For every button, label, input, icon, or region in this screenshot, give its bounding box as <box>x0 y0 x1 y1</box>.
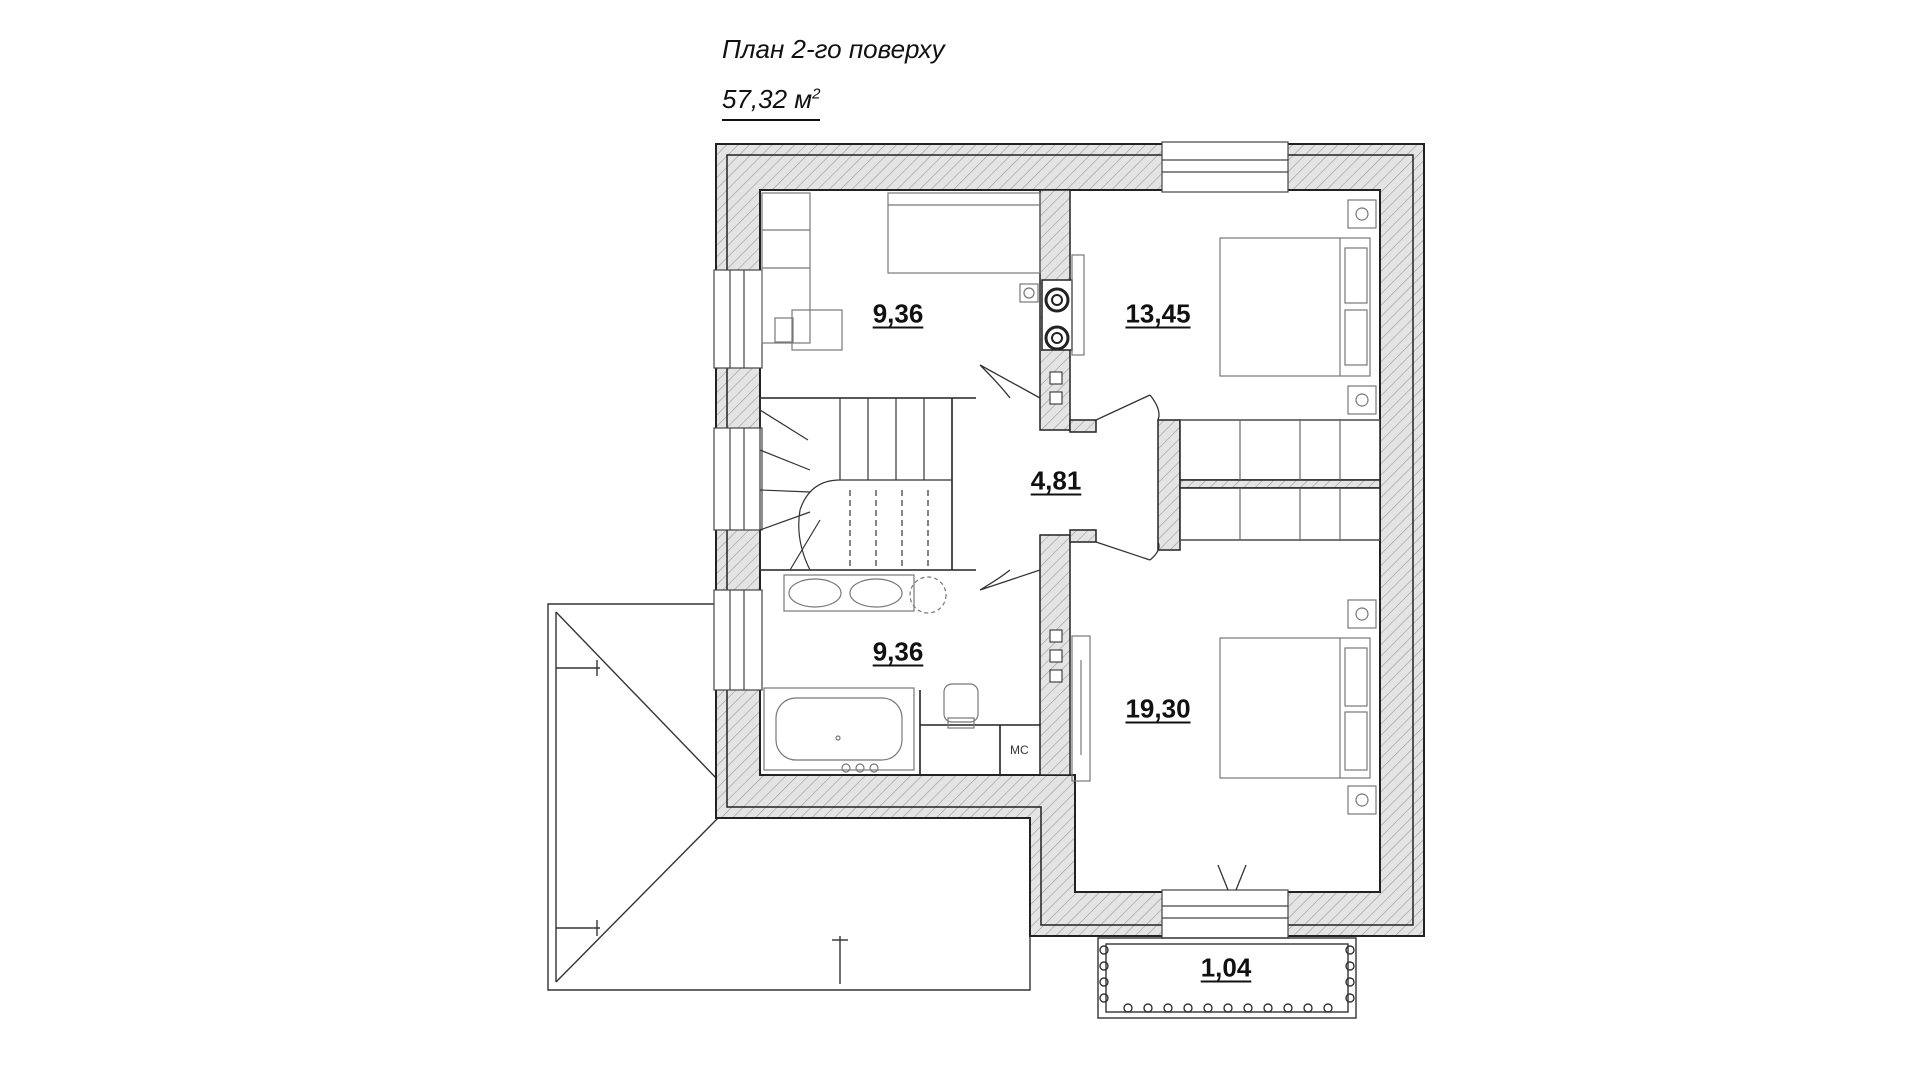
total-area-unit-sup: 2 <box>812 85 821 103</box>
downpipe-markers <box>556 660 848 984</box>
total-area-value: 57,32 м <box>722 84 813 114</box>
bedroom-large-furniture <box>1071 599 1377 815</box>
wc-label: МС <box>1010 743 1029 757</box>
doors <box>979 364 1247 891</box>
exterior-walls <box>715 143 1425 937</box>
balcony <box>1097 937 1357 1019</box>
staircase <box>759 397 953 571</box>
partitions <box>760 397 1040 775</box>
windows <box>713 141 1289 939</box>
total-area: 57,32 м2 <box>722 84 821 121</box>
bedroom-small-furniture <box>761 192 1041 351</box>
corridor-closets <box>1180 419 1380 541</box>
room-area-bedroom-medium: 13,45 <box>1125 298 1191 329</box>
room-area-bedroom-large: 19,30 <box>1125 693 1191 724</box>
interior-walls <box>1039 189 1381 776</box>
room-area-bedroom-small: 9,36 <box>872 298 924 329</box>
bathroom-fixtures <box>763 574 979 773</box>
room-area-balcony: 1,04 <box>1200 952 1252 983</box>
bedroom-medium-furniture <box>1071 199 1377 415</box>
room-area-hall: 4,81 <box>1030 465 1082 496</box>
room-area-bathroom: 9,36 <box>872 636 924 667</box>
chimney <box>1041 279 1073 683</box>
plan-title: План 2-го поверху <box>722 34 945 64</box>
